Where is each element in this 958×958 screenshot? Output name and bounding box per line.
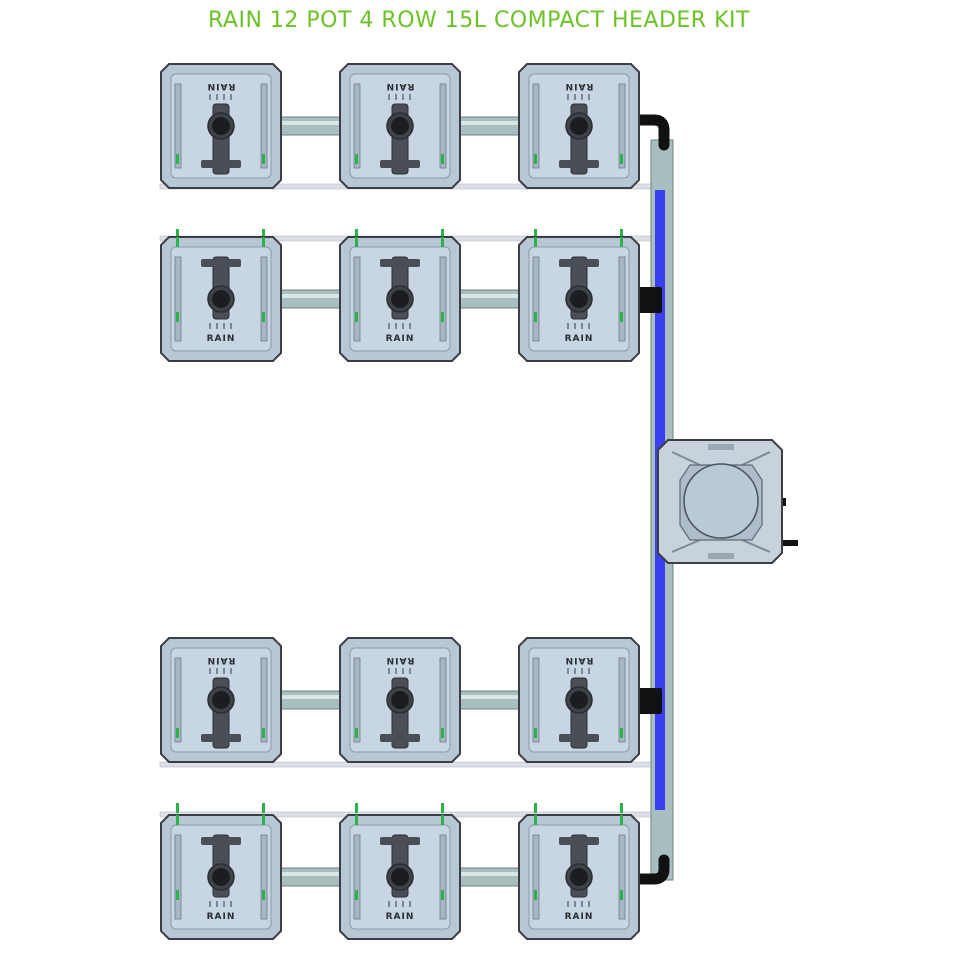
pot-logo-text: RAIN xyxy=(386,912,415,922)
pot-icon: RAIN xyxy=(160,236,282,362)
diagram-title: RAIN 12 POT 4 ROW 15L COMPACT HEADER KIT xyxy=(208,8,750,33)
pot-icon: RAIN xyxy=(160,637,282,813)
connector-pipe-icon xyxy=(275,690,346,710)
hose-icon xyxy=(636,287,662,313)
pot-logo-text: RAIN xyxy=(565,655,594,665)
connector-pipe-icon xyxy=(454,289,525,309)
pot-logo-text: RAIN xyxy=(565,81,594,91)
pot-icon: RAIN xyxy=(160,63,282,239)
pot-logo-text: RAIN xyxy=(207,655,236,665)
pot-icon: RAIN xyxy=(339,637,461,813)
pot-logo-text: RAIN xyxy=(386,334,415,344)
connector-pipe-icon xyxy=(454,116,525,136)
hose-icon xyxy=(630,854,670,885)
pot-icon: RAIN xyxy=(518,814,640,940)
pot-icon: RAIN xyxy=(518,637,640,813)
pot-logo-text: RAIN xyxy=(207,81,236,91)
pot-icon: RAIN xyxy=(339,814,461,940)
pot-icon: RAIN xyxy=(160,814,282,940)
pot-icon: RAIN xyxy=(339,63,461,239)
connector-pipe-icon xyxy=(275,867,346,887)
pot-icon: RAIN xyxy=(339,236,461,362)
connector-pipe-icon xyxy=(275,289,346,309)
pot-logo-text: RAIN xyxy=(207,334,236,344)
connector-pipe-icon xyxy=(454,867,525,887)
pot-logo-text: RAIN xyxy=(386,81,415,91)
connector-pipe-icon xyxy=(454,690,525,710)
hose-icon xyxy=(636,688,662,714)
hose-icon xyxy=(630,114,670,151)
connector-pipe-icon xyxy=(275,116,346,136)
pot-logo-text: RAIN xyxy=(565,334,594,344)
pot-icon: RAIN xyxy=(518,236,640,362)
pot-icon: RAIN xyxy=(518,63,640,239)
brain-unit-icon xyxy=(657,439,798,564)
pot-logo-text: RAIN xyxy=(386,655,415,665)
pot-logo-text: RAIN xyxy=(565,912,594,922)
pot-logo-text: RAIN xyxy=(207,912,236,922)
